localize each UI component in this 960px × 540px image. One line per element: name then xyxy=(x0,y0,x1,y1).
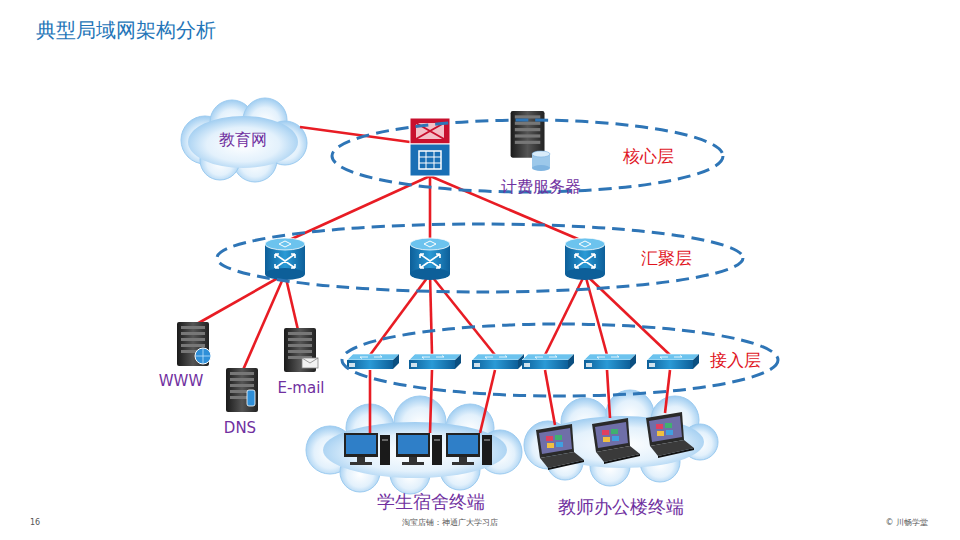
layer-band: 核心层计费服务器 xyxy=(330,118,725,194)
layer-band: 接入层 xyxy=(340,322,780,398)
dashed-ellipse-outline xyxy=(342,324,778,396)
network-cloud: 教育网 xyxy=(180,100,306,180)
node-label: 核心层 xyxy=(623,146,674,166)
node-label: 计费服务器 xyxy=(501,177,581,196)
node-label: DNS xyxy=(224,419,256,437)
layer-band: 汇聚层 xyxy=(215,222,745,294)
terminal-group: 教师办公楼终端 xyxy=(556,494,686,520)
node-label: 汇聚层 xyxy=(641,248,692,268)
node-label: 教师办公楼终端 xyxy=(558,496,684,518)
page-number: 16 xyxy=(30,518,40,528)
node-label: E-mail xyxy=(277,379,324,397)
footer-note: 淘宝店铺：神通广大学习店 xyxy=(402,518,498,528)
slide-title: 典型局域网架构分析 xyxy=(36,18,216,42)
server-node: 计费服务器 xyxy=(499,175,583,198)
node-label: WWW xyxy=(159,372,204,390)
node-label: 接入层 xyxy=(710,350,761,370)
server-node: DNS xyxy=(222,417,258,439)
server-node: WWW xyxy=(157,370,206,392)
copyright-note: © 川畅学堂 xyxy=(885,518,928,528)
terminal-group: 学生宿舍终端 xyxy=(375,489,487,515)
node-label: 教育网 xyxy=(219,130,267,149)
dashed-ellipse-outline xyxy=(217,224,743,292)
node-label: 学生宿舍终端 xyxy=(377,491,485,513)
server-node: E-mail xyxy=(275,377,326,399)
